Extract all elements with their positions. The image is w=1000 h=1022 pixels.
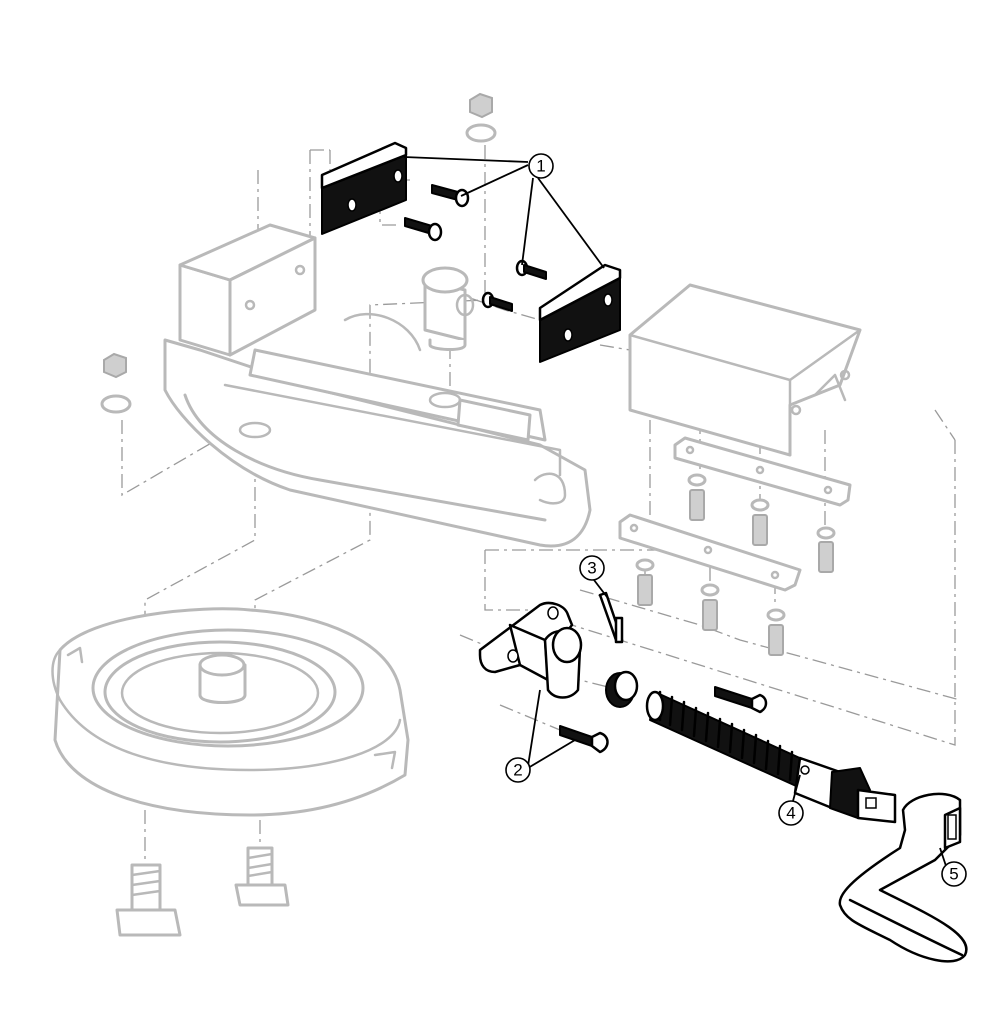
callout-4: 4 (778, 800, 804, 826)
bracket-screw (559, 725, 609, 754)
callout-2-label: 2 (513, 761, 522, 780)
t-bolt-left (115, 863, 182, 937)
swivel-base (51, 607, 410, 817)
collar (605, 670, 639, 708)
leader-lines (403, 156, 947, 867)
callout-3: 3 (579, 555, 605, 581)
jaw-screw-4 (481, 291, 513, 312)
gib-screw-3 (816, 526, 836, 573)
jaw-screws (404, 184, 547, 312)
t-bolt-right (234, 846, 290, 907)
gib-screw-5 (700, 583, 720, 631)
gib-screw-6 (766, 608, 786, 656)
gib-plate-upper (673, 436, 852, 507)
pivot-post (421, 266, 475, 351)
callout-1-label: 1 (536, 157, 545, 176)
callout-1: 1 (528, 153, 554, 179)
gib-screw-4 (635, 558, 655, 606)
jaw-plate-upper (320, 141, 408, 235)
gib-plate-lower (618, 513, 802, 592)
callout-5-label: 5 (949, 865, 958, 884)
screw-bracket (478, 601, 583, 699)
nut-washer-left (100, 352, 132, 414)
crank-handle (838, 792, 968, 963)
callout-4-label: 4 (786, 804, 795, 823)
lead-screw-small-screw (714, 686, 768, 714)
callout-3-label: 3 (587, 559, 596, 578)
nut-washer-top (465, 92, 497, 143)
gib-screws (635, 473, 836, 656)
gib-screw-2 (750, 498, 770, 546)
callout-5: 5 (941, 861, 967, 887)
collar-pin (598, 591, 624, 644)
jaw-screw-1 (431, 184, 470, 208)
gib-screw-1 (687, 473, 707, 521)
movable-jaw (628, 283, 862, 457)
vise-body (163, 223, 592, 548)
callout-2: 2 (505, 757, 531, 783)
jaw-screw-2 (404, 217, 443, 242)
jaw-plate-lower (538, 263, 622, 363)
lead-screw (645, 690, 897, 824)
